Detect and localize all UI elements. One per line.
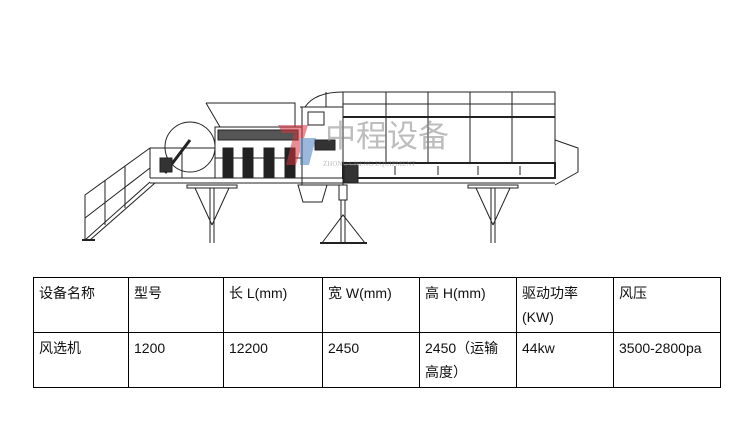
watermark-cn-text: 中程设备 xyxy=(325,119,449,155)
feed-hopper xyxy=(205,102,296,128)
table-row: 风选机 1200 12200 2450 2450（运输高度） 44kw 3500… xyxy=(33,332,721,388)
table-header-row: 设备名称 型号 长 L(mm) 宽 W(mm) 高 H(mm) 驱动功率(KW)… xyxy=(33,277,721,333)
header-cell: 长 L(mm) xyxy=(223,277,323,333)
spec-table: 设备名称 型号 长 L(mm) 宽 W(mm) 高 H(mm) 驱动功率(KW)… xyxy=(33,277,721,388)
cell: 2450 xyxy=(322,332,420,388)
cell: 3500-2800pa xyxy=(613,332,721,388)
cabinet xyxy=(214,126,303,179)
support-legs xyxy=(186,184,519,244)
outlet-chute xyxy=(554,139,579,186)
cell: 2450（运输高度） xyxy=(419,332,517,388)
hood xyxy=(300,91,344,108)
cell: 12200 xyxy=(223,332,323,388)
cell: 1200 xyxy=(128,332,224,388)
wheel-drive xyxy=(149,121,216,178)
header-cell: 高 H(mm) xyxy=(419,277,517,333)
header-cell: 驱动功率(KW) xyxy=(516,277,614,333)
watermark-en-text: ZHONG CHENG EQUIPMENT xyxy=(323,160,416,168)
cell: 风选机 xyxy=(33,332,129,388)
cell: 44kw xyxy=(516,332,614,388)
header-cell: 风压 xyxy=(613,277,721,333)
header-cell: 宽 W(mm) xyxy=(322,277,420,333)
machine-drawing: 中程设备 ZHONG CHENG EQUIPMENT xyxy=(82,91,579,244)
stairs xyxy=(82,147,156,241)
watermark-logo: 中程设备 ZHONG CHENG EQUIPMENT xyxy=(278,119,449,168)
header-cell: 型号 xyxy=(128,277,224,333)
header-cell: 设备名称 xyxy=(33,277,129,333)
